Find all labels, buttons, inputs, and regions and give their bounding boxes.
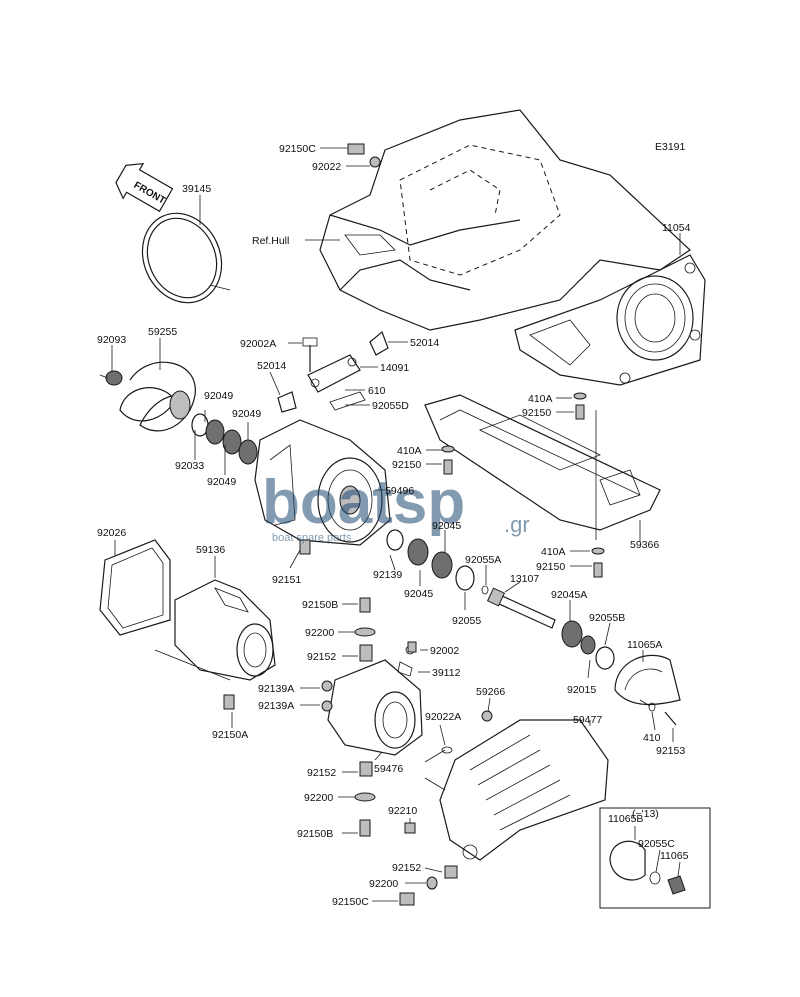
label-14091: 14091 [380, 362, 409, 374]
label-59255: 59255 [148, 326, 177, 338]
impeller-59255 [119, 361, 196, 432]
label-92055: 92055 [452, 615, 481, 627]
label-59136: 59136 [196, 544, 225, 556]
label-92049-b: 92049 [232, 408, 261, 420]
bracket-14091 [277, 330, 389, 413]
label-92015: 92015 [567, 684, 596, 696]
label-92200-c: 92200 [369, 878, 398, 890]
label-92150C-bot: 92150C [332, 896, 369, 908]
label-52014-r: 52014 [410, 337, 439, 349]
gasket-92026 [99, 539, 171, 636]
label-92150-b: 92150 [392, 459, 421, 471]
label-92210: 92210 [388, 805, 417, 817]
label-92022A: 92022A [425, 711, 461, 723]
label-59476: 59476 [374, 763, 403, 775]
label-610: 610 [368, 385, 386, 397]
label-92152-a: 92152 [307, 651, 336, 663]
label-92045-b: 92045 [404, 588, 433, 600]
reverse-bucket-59477 [404, 710, 609, 861]
label-11065: 11065 [660, 850, 689, 862]
label-410: 410 [643, 732, 661, 744]
diagram-code: E3191 [655, 141, 686, 153]
label-11065A: 11065A [627, 639, 662, 651]
label-92045-a: 92045 [432, 520, 461, 532]
pump-mount-11054 [514, 254, 706, 386]
watermark-tagline: boat spare parts [272, 532, 352, 544]
label-92055D: 92055D [372, 400, 409, 412]
label-59366: 59366 [630, 539, 659, 551]
part-labels: E3191 Ref.Hull (~'13) 92150C 92022 39145… [97, 141, 691, 908]
watermark: boatsp .gr boat spare parts [262, 468, 530, 544]
label-13107: 13107 [510, 573, 539, 585]
label-92049-a: 92049 [204, 390, 233, 402]
label-11054: 11054 [662, 222, 691, 234]
label-92150B-b: 92150B [297, 828, 333, 840]
ride-plate-59366 [424, 394, 661, 531]
bearings-and-shaft [386, 529, 615, 670]
label-92139: 92139 [373, 569, 402, 581]
nozzle-59136 [174, 579, 276, 681]
label-92150B-a: 92150B [302, 599, 338, 611]
label-92200-a: 92200 [305, 627, 334, 639]
label-39112: 39112 [432, 667, 461, 679]
label-92055A: 92055A [465, 554, 501, 566]
label-59496: 59496 [385, 485, 414, 497]
label-92150-c: 92150 [536, 561, 565, 573]
label-39145: 39145 [182, 183, 211, 195]
label-52014-l: 52014 [257, 360, 286, 372]
leader-lines [99, 147, 681, 902]
cap-11065B [609, 840, 686, 895]
label-92055B: 92055B [589, 612, 625, 624]
hull-drawing [319, 109, 691, 331]
ref-hull-label: Ref.Hull [252, 235, 289, 247]
label-92033: 92033 [175, 460, 204, 472]
pump-case-59496 [254, 419, 391, 546]
label-11065B: 11065B [608, 813, 643, 825]
label-92152-c: 92152 [392, 862, 421, 874]
callout-box [599, 807, 711, 909]
watermark-main: boatsp [262, 468, 465, 537]
label-92150A: 92150A [212, 729, 248, 741]
label-410A-a: 410A [528, 393, 553, 405]
seal-rings [191, 413, 258, 465]
label-59266: 59266 [476, 686, 505, 698]
label-92093: 92093 [97, 334, 126, 346]
lower-fasteners [223, 143, 605, 906]
label-92150-a: 92150 [522, 407, 551, 419]
label-92055C: 92055C [638, 838, 675, 850]
label-92049-c: 92049 [207, 476, 236, 488]
label-92200-b: 92200 [304, 792, 333, 804]
cap-11065A [614, 654, 681, 726]
label-410A-b: 410A [397, 445, 422, 457]
label-410A-c: 410A [541, 546, 566, 558]
label-92152-b: 92152 [307, 767, 336, 779]
label-92153: 92153 [656, 745, 685, 757]
label-92022: 92022 [312, 161, 341, 173]
front-arrow: FRONT [115, 162, 174, 213]
label-92045A: 92045A [551, 589, 587, 601]
label-59477: 59477 [573, 714, 602, 726]
label-92002A: 92002A [240, 338, 276, 350]
label-92150C-top: 92150C [279, 143, 316, 155]
nut-92093 [105, 370, 123, 386]
watermark-tld: .gr [504, 512, 530, 537]
label-92151: 92151 [272, 574, 301, 586]
ring-39145 [141, 212, 223, 304]
label-92026: 92026 [97, 527, 126, 539]
front-label: FRONT [132, 180, 167, 207]
label-92002: 92002 [430, 645, 459, 657]
label-92139A-b: 92139A [258, 700, 294, 712]
callout-years: (~'13) [632, 808, 659, 820]
label-92139A-a: 92139A [258, 683, 294, 695]
steering-nozzle-59476 [321, 644, 423, 777]
